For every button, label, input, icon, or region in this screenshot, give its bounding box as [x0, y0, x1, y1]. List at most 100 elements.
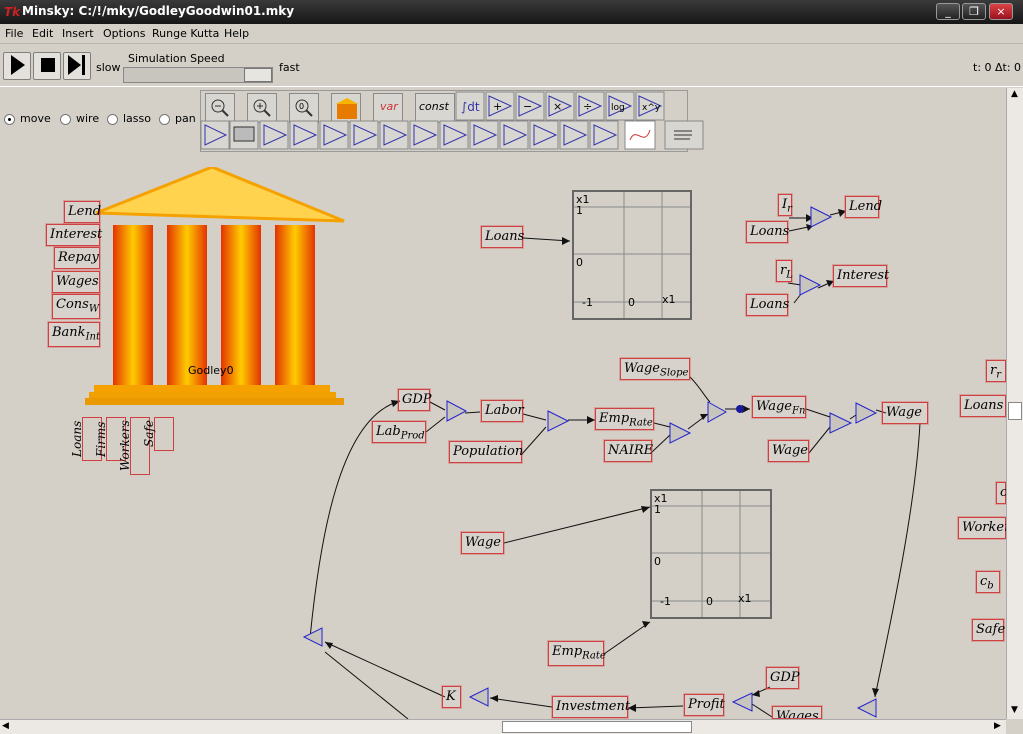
- plot-widget-2[interactable]: x1 1 0 -1 0 x1: [650, 489, 772, 619]
- subtract-op-1[interactable]: [669, 422, 692, 444]
- multiply-op-lend[interactable]: [810, 206, 833, 228]
- simulation-speed-slider[interactable]: [123, 67, 273, 83]
- divide-op-1[interactable]: [446, 400, 468, 422]
- scroll-right-icon[interactable]: ▶: [994, 721, 1001, 731]
- ln-op-icon[interactable]: [319, 120, 349, 150]
- var-interest[interactable]: Interest: [833, 265, 889, 287]
- godley-col-firms[interactable]: Firms: [94, 417, 126, 461]
- minimize-button[interactable]: _: [936, 3, 960, 20]
- lasso-radio[interactable]: [107, 113, 118, 125]
- divide-op-2[interactable]: [547, 410, 570, 432]
- var-wage-plot[interactable]: Wage: [461, 532, 504, 554]
- cosh-op-icon[interactable]: [559, 120, 589, 150]
- var-loans-plot[interactable]: Loans: [481, 226, 524, 248]
- vertical-scrollbar[interactable]: ▲ ▼: [1006, 88, 1023, 719]
- multiply-op-2[interactable]: [829, 412, 853, 434]
- var-workers-right[interactable]: Workers: [958, 517, 1006, 539]
- godley-row-bank[interactable]: BankInt: [48, 322, 100, 347]
- var-rl[interactable]: rL: [776, 260, 793, 282]
- var-wagefn[interactable]: WageFn: [752, 396, 806, 418]
- vertical-scroll-thumb[interactable]: [1008, 402, 1022, 420]
- sqrt-op-icon[interactable]: [259, 120, 289, 150]
- godley-table-icon[interactable]: [331, 93, 361, 123]
- multiply-op-bottom[interactable]: [856, 698, 877, 718]
- close-button[interactable]: ×: [989, 3, 1013, 20]
- var-population[interactable]: Population: [449, 441, 523, 463]
- mode-wire[interactable]: wire: [60, 112, 99, 125]
- var-cb-right[interactable]: cb: [976, 571, 1000, 593]
- maximize-button[interactable]: ❐: [962, 3, 986, 20]
- godley-row-cons[interactable]: ConsW: [52, 294, 100, 319]
- var-safe-right[interactable]: Safe: [972, 619, 1005, 641]
- godley-col-workers[interactable]: Workers: [118, 417, 150, 475]
- var-wage-output[interactable]: Wage: [882, 402, 928, 424]
- multiply-op-1[interactable]: [707, 401, 728, 423]
- scroll-up-icon[interactable]: ▲: [1011, 89, 1018, 99]
- var-loans-right[interactable]: Loans: [960, 395, 1006, 417]
- log-op-icon[interactable]: log: [605, 91, 635, 121]
- zoom-reset-icon[interactable]: 0: [289, 93, 319, 123]
- var-wage-input[interactable]: Wage: [768, 440, 809, 462]
- add-op-icon[interactable]: +: [485, 91, 515, 121]
- multiply-op-icon[interactable]: ×: [545, 91, 575, 121]
- var-wageslope[interactable]: WageSlope: [620, 358, 690, 380]
- data-op-icon[interactable]: [229, 120, 259, 150]
- note-op-icon[interactable]: [664, 120, 704, 150]
- mode-lasso[interactable]: lasso: [107, 112, 151, 125]
- divide-op-icon[interactable]: ÷: [575, 91, 605, 121]
- var-loans-interest[interactable]: Loans: [746, 294, 789, 316]
- stop-button[interactable]: [33, 52, 61, 80]
- var-profit[interactable]: Profit: [684, 694, 725, 716]
- model-canvas[interactable]: Godley0 Lend Interest Repay Wages ConsW …: [0, 87, 1006, 719]
- var-emprate[interactable]: EmpRate: [595, 408, 654, 430]
- asin-op-icon[interactable]: [439, 120, 469, 150]
- variable-icon[interactable]: var: [373, 93, 403, 123]
- menu-runge-kutta[interactable]: Runge Kutta: [152, 27, 220, 40]
- godley-row-lend[interactable]: Lend: [64, 201, 101, 223]
- tanh-op-icon[interactable]: [589, 120, 619, 150]
- var-lend[interactable]: Lend: [845, 196, 882, 218]
- var-emprate-plot[interactable]: EmpRate: [548, 641, 606, 666]
- menu-edit[interactable]: Edit: [32, 27, 54, 40]
- menu-help[interactable]: Help: [224, 27, 250, 40]
- horizontal-scroll-thumb[interactable]: [502, 721, 692, 733]
- scroll-left-icon[interactable]: ◀: [2, 721, 9, 731]
- pan-radio[interactable]: [159, 113, 170, 125]
- subtract-op-profit[interactable]: [731, 692, 753, 712]
- godley-row-interest[interactable]: Interest: [46, 224, 102, 246]
- run-button[interactable]: [3, 52, 31, 80]
- atan-op-icon[interactable]: [499, 120, 529, 150]
- godley-col-safe[interactable]: Safe: [142, 417, 174, 451]
- acos-op-icon[interactable]: [469, 120, 499, 150]
- mode-pan[interactable]: pan: [159, 112, 196, 125]
- wire-radio[interactable]: [60, 113, 71, 125]
- mode-move[interactable]: move: [4, 112, 51, 125]
- sin-op-icon[interactable]: [349, 120, 379, 150]
- integral-op-k[interactable]: [468, 687, 489, 707]
- cos-op-icon[interactable]: [379, 120, 409, 150]
- var-c-right[interactable]: c: [996, 482, 1006, 504]
- godley-row-repay[interactable]: Repay: [54, 247, 100, 269]
- var-wages-profit[interactable]: Wages: [772, 706, 822, 719]
- horizontal-scrollbar[interactable]: ◀ ▶: [0, 719, 1006, 734]
- speed-slider-thumb[interactable]: [244, 68, 272, 82]
- scroll-down-icon[interactable]: ▼: [1011, 705, 1018, 715]
- var-naire[interactable]: NAIRE: [604, 440, 653, 462]
- power-op-icon[interactable]: x^y: [635, 91, 665, 121]
- time-op-icon[interactable]: [200, 120, 230, 150]
- exp-op-icon[interactable]: [289, 120, 319, 150]
- integrate-op-icon[interactable]: ∫dt: [455, 91, 485, 121]
- zoom-in-icon[interactable]: [247, 93, 277, 123]
- var-ir[interactable]: Ir: [778, 194, 792, 216]
- var-labprod[interactable]: LabProd: [372, 421, 426, 443]
- var-gdp[interactable]: GDP: [398, 389, 432, 411]
- sinh-op-icon[interactable]: [529, 120, 559, 150]
- menu-file[interactable]: File: [5, 27, 24, 40]
- multiply-op-interest[interactable]: [799, 274, 822, 296]
- var-loans-lend[interactable]: Loans: [746, 221, 789, 243]
- var-investment[interactable]: Investment: [552, 696, 630, 718]
- var-labor[interactable]: Labor: [481, 400, 524, 422]
- zoom-out-icon[interactable]: [205, 93, 235, 123]
- constant-icon[interactable]: const: [415, 93, 455, 123]
- add-op-left[interactable]: [302, 627, 323, 647]
